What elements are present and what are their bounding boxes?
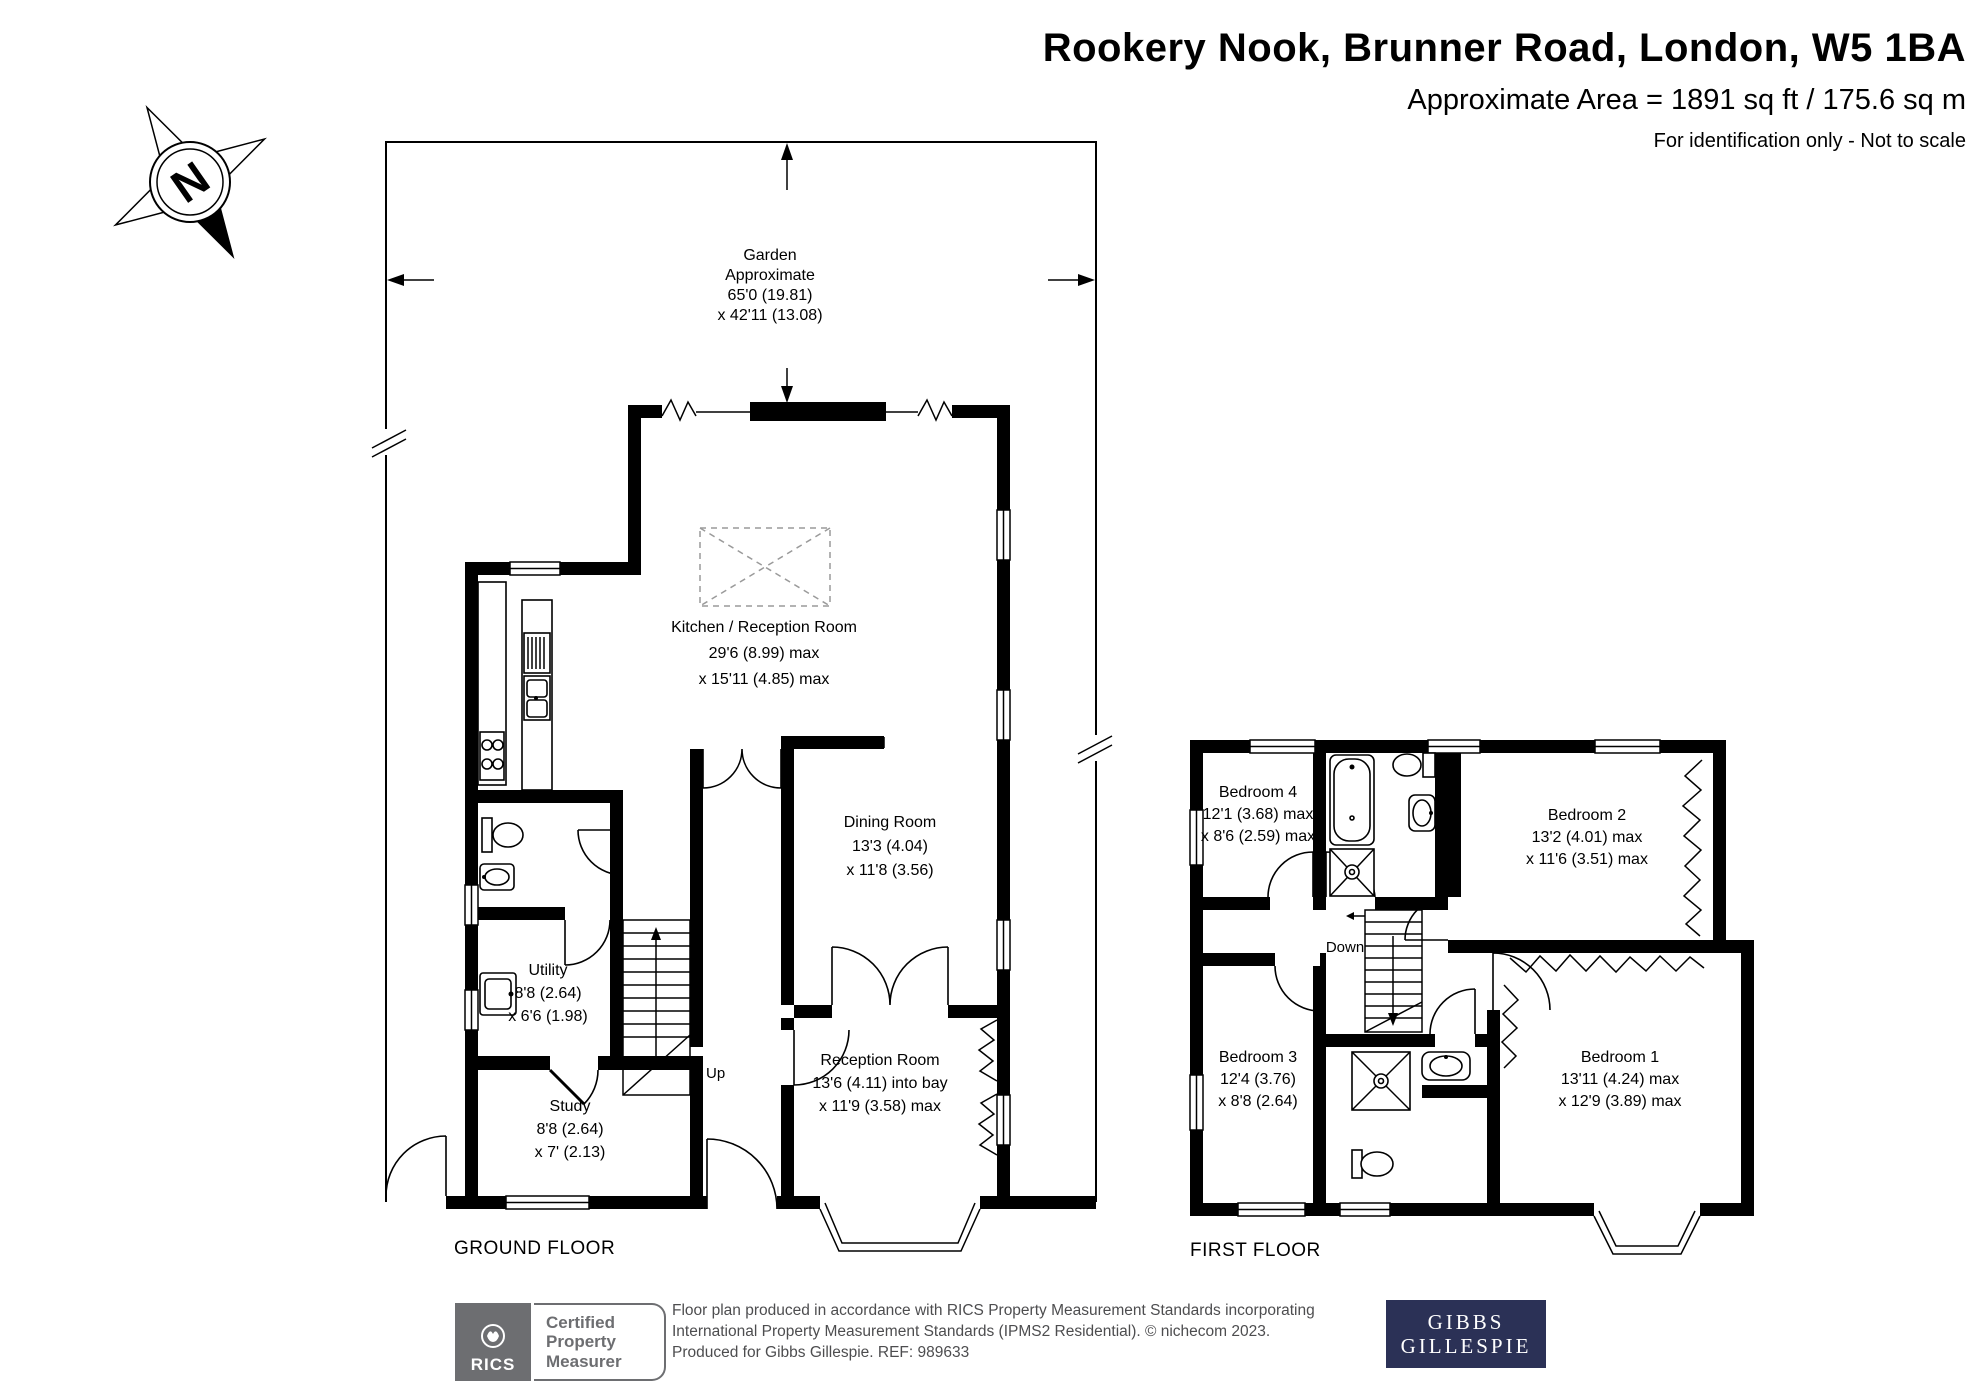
compass-icon: N: [113, 105, 267, 259]
stairs-up-label: Up: [706, 1065, 725, 1082]
svg-text:x 12'9 (3.89) max: x 12'9 (3.89) max: [1558, 1093, 1681, 1110]
svg-text:Bedroom 4: Bedroom 4: [1219, 784, 1297, 801]
page-title: Rookery Nook, Brunner Road, London, W5 1…: [1042, 26, 1966, 70]
room-label-kitchen: Kitchen / Reception Room 29'6 (8.99) max…: [671, 619, 857, 688]
room-label-bedroom2: Bedroom 2 13'2 (4.01) max x 11'6 (3.51) …: [1526, 807, 1648, 868]
ground-walls: [446, 402, 1096, 1209]
shower-icon: [1351, 1051, 1411, 1111]
svg-text:Reception Room: Reception Room: [820, 1052, 939, 1069]
svg-text:x 11'9 (3.58) max: x 11'9 (3.58) max: [819, 1098, 941, 1115]
door-arc: [385, 748, 949, 1210]
svg-text:29'6 (8.99) max: 29'6 (8.99) max: [709, 645, 820, 662]
garden-boundary: [385, 141, 1097, 1202]
alcove-squiggle: [977, 1019, 998, 1082]
svg-text:Study: Study: [550, 1098, 591, 1115]
wall-break: [661, 398, 697, 422]
basin-icon: [1408, 794, 1436, 832]
svg-text:13'11 (4.24) max: 13'11 (4.24) max: [1561, 1071, 1679, 1088]
svg-text:x 6'6 (1.98): x 6'6 (1.98): [508, 1008, 588, 1025]
disclaimer-text: Floor plan produced in accordance with R…: [672, 1302, 1315, 1362]
toilet-icon: [1351, 1149, 1394, 1179]
break-mark: [1077, 735, 1113, 764]
dimension-arrow-left: [387, 274, 434, 286]
stairs-down-label: Down: [1326, 939, 1364, 956]
dimension-arrow-up: [781, 143, 793, 190]
room-label-study: Study 8'8 (2.64) x 7' (2.13): [535, 1098, 606, 1161]
shower-icon: [1329, 848, 1375, 897]
identification-note: For identification only - Not to scale: [1653, 130, 1966, 152]
svg-text:x 8'8 (2.64): x 8'8 (2.64): [1218, 1093, 1298, 1110]
rics-certification-logo: RICS Certified Property Measurer: [455, 1303, 666, 1381]
svg-text:x 11'8 (3.56): x 11'8 (3.56): [846, 862, 933, 879]
toilet-icon: [481, 817, 524, 853]
alcove-squiggle: [977, 1093, 998, 1156]
basin-icon: [479, 863, 515, 891]
window: [1189, 739, 1661, 1217]
svg-text:x 7' (2.13): x 7' (2.13): [535, 1144, 606, 1161]
ground-floor-plan: Garden Approximate 65'0 (19.81) x 42'11 …: [371, 141, 1113, 1259]
break-mark: [371, 429, 407, 458]
room-label-bedroom4: Bedroom 4 12'1 (3.68) max x 8'6 (2.59) m…: [1201, 784, 1315, 845]
svg-text:Utility: Utility: [528, 962, 567, 979]
utility-sink-icon: [479, 972, 517, 1016]
hob-icon: [479, 731, 505, 781]
room-label-dining: Dining Room 13'3 (4.04) x 11'8 (3.56): [844, 814, 936, 879]
svg-text:13'3 (4.04): 13'3 (4.04): [852, 838, 928, 855]
svg-text:x 11'6 (3.51) max: x 11'6 (3.51) max: [1526, 851, 1648, 868]
room-label-bedroom1: Bedroom 1 13'11 (4.24) max x 12'9 (3.89)…: [1558, 1049, 1681, 1110]
gibbs-gillespie-logo: GIBBS GILLESPIE: [1386, 1300, 1546, 1368]
dimension-arrow-down: [781, 368, 793, 403]
svg-text:8'8 (2.64): 8'8 (2.64): [514, 985, 581, 1002]
room-label-utility: Utility 8'8 (2.64) x 6'6 (1.98): [508, 962, 588, 1025]
svg-text:65'0 (19.81): 65'0 (19.81): [728, 287, 813, 304]
rics-brand-text: RICS: [470, 1355, 516, 1374]
stairs-down: [1346, 909, 1423, 1033]
rics-lion-icon: [481, 1324, 505, 1348]
rooflight-icon: [699, 527, 831, 607]
bay-window: [819, 1202, 981, 1252]
basin-icon: [1421, 1051, 1471, 1081]
approximate-area: Approximate Area = 1891 sq ft / 175.6 sq…: [1407, 84, 1966, 116]
svg-text:Bedroom 2: Bedroom 2: [1548, 807, 1626, 824]
wardrobe-squiggle: [1681, 759, 1703, 937]
svg-text:Approximate: Approximate: [725, 267, 815, 284]
svg-text:Kitchen / Reception Room: Kitchen / Reception Room: [671, 619, 857, 636]
oven-icon: [523, 632, 551, 674]
svg-text:x 15'11 (4.85) max: x 15'11 (4.85) max: [699, 671, 830, 688]
svg-text:12'1 (3.68) max: 12'1 (3.68) max: [1203, 806, 1314, 823]
wardrobe-squiggle: [1509, 953, 1705, 974]
stairs-up: [622, 919, 691, 1096]
window: [464, 509, 1011, 1210]
room-label-bedroom3: Bedroom 3 12'4 (3.76) x 8'8 (2.64): [1218, 1049, 1298, 1110]
first-walls: [1190, 740, 1754, 1216]
rics-logo: RICS: [455, 1303, 531, 1381]
svg-text:x 42'11 (13.08): x 42'11 (13.08): [717, 307, 822, 324]
first-floor-plan: Down: [1189, 739, 1754, 1261]
bathtub-icon: [1329, 754, 1375, 846]
alcove-squiggle: [1500, 984, 1520, 1069]
wall-break: [917, 398, 953, 422]
svg-text:Dining Room: Dining Room: [844, 814, 936, 831]
dimension-arrow-right: [1048, 274, 1095, 286]
garden-label: Garden: [743, 247, 796, 264]
svg-text:8'8 (2.64): 8'8 (2.64): [536, 1121, 603, 1138]
ground-floor-label: GROUND FLOOR: [454, 1238, 615, 1259]
certified-property-measurer-badge: Certified Property Measurer: [534, 1303, 666, 1381]
svg-text:Bedroom 1: Bedroom 1: [1581, 1049, 1659, 1066]
toilet-icon: [1392, 752, 1436, 778]
bay-window: [1593, 1210, 1701, 1255]
svg-text:x 8'6 (2.59) max: x 8'6 (2.59) max: [1201, 828, 1315, 845]
kitchen-sink-icon: [523, 675, 551, 721]
svg-text:13'6 (4.11) into bay: 13'6 (4.11) into bay: [812, 1075, 947, 1092]
first-floor-label: FIRST FLOOR: [1190, 1240, 1321, 1261]
svg-text:12'4 (3.76): 12'4 (3.76): [1220, 1071, 1296, 1088]
svg-text:13'2 (4.01) max: 13'2 (4.01) max: [1532, 829, 1643, 846]
room-label-reception: Reception Room 13'6 (4.11) into bay x 11…: [812, 1052, 947, 1115]
svg-text:Bedroom 3: Bedroom 3: [1219, 1049, 1297, 1066]
